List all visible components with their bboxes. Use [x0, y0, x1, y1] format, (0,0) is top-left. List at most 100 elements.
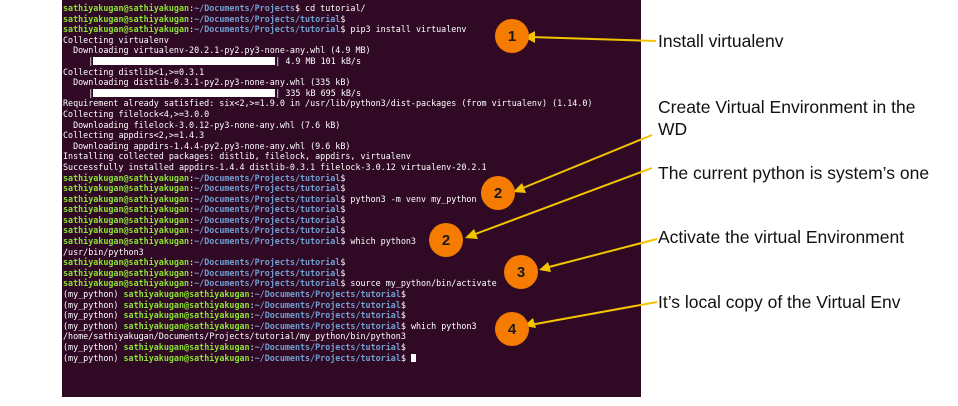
prompt-user: sathiyakugan@sathiyakugan — [63, 236, 190, 247]
terminal-text: : — [189, 267, 195, 278]
terminal-text: (my_python) — [63, 352, 124, 363]
terminal-line: sathiyakugan@sathiyakugan:~/Documents/Pr… — [62, 225, 641, 236]
prompt-user: sathiyakugan@sathiyakugan — [63, 13, 190, 24]
terminal-line: sathiyakugan@sathiyakugan:~/Documents/Pr… — [62, 215, 641, 226]
terminal-line: Downloading virtualenv-20.2.1-py2.py3-no… — [62, 45, 641, 56]
prompt-user: sathiyakugan@sathiyakugan — [63, 183, 190, 194]
terminal-line: sathiyakugan@sathiyakugan:~/Documents/Pr… — [62, 257, 641, 268]
prompt-path: ~/Documents/Projects/tutorial — [194, 236, 341, 247]
terminal-window[interactable]: sathiyakugan@sathiyakugan:~/Documents/Pr… — [62, 0, 641, 397]
terminal-text: /usr/bin/python3 — [63, 246, 144, 257]
terminal-text: Downloading virtualenv-20.2.1-py2.py3-no… — [63, 45, 371, 56]
prompt-user: sathiyakugan@sathiyakugan — [63, 267, 190, 278]
step-badge-4: 4 — [495, 312, 529, 346]
progress-bar-fill — [93, 56, 276, 65]
prompt-user: sathiyakugan@sathiyakugan — [63, 204, 190, 215]
prompt-user: sathiyakugan@sathiyakugan — [63, 214, 190, 225]
terminal-line: Collecting filelock<4,>=3.0.0 — [62, 109, 641, 120]
terminal-line: sathiyakugan@sathiyakugan:~/Documents/Pr… — [62, 14, 641, 25]
terminal-line: Requirement already satisfied: six<2,>=1… — [62, 98, 641, 109]
prompt-user: sathiyakugan@sathiyakugan — [123, 299, 250, 310]
prompt-path: ~/Documents/Projects/tutorial — [254, 320, 401, 331]
arrowhead-2a — [513, 183, 526, 193]
terminal-text: $ — [400, 299, 406, 310]
step-badge-2b: 2 — [429, 223, 463, 257]
prompt-user: sathiyakugan@sathiyakugan — [123, 320, 250, 331]
terminal-text: | — [63, 87, 94, 98]
annotation-2a-text: Create Virtual Environment in the WD — [658, 97, 916, 139]
prompt-user: sathiyakugan@sathiyakugan — [63, 257, 190, 268]
prompt-user: sathiyakugan@sathiyakugan — [63, 193, 190, 204]
terminal-text: Downloading filelock-3.0.12-py3-none-any… — [63, 119, 341, 130]
terminal-text: | 4.9 MB 101 kB/s — [275, 55, 361, 66]
terminal-line: Downloading appdirs-1.4.4-py2.py3-none-a… — [62, 141, 641, 152]
annotation-2b-text: The current python is system’s one — [658, 163, 930, 183]
terminal-text: : — [189, 257, 195, 268]
terminal-text: : — [189, 3, 195, 13]
terminal-line: sathiyakugan@sathiyakugan:~/Documents/Pr… — [62, 236, 641, 247]
terminal-line: /usr/bin/python3 — [62, 247, 641, 258]
terminal-line: Collecting appdirs<2,>=1.4.3 — [62, 130, 641, 141]
terminal-line: sathiyakugan@sathiyakugan:~/Documents/Pr… — [62, 194, 641, 205]
terminal-text: Collecting filelock<4,>=3.0.0 — [63, 108, 210, 119]
terminal-text: : — [249, 352, 255, 363]
terminal-line: (my_python) sathiyakugan@sathiyakugan:~/… — [62, 289, 641, 300]
prompt-user: sathiyakugan@sathiyakugan — [123, 352, 250, 363]
terminal-text: $ python3 -m venv my_python — [340, 193, 477, 204]
terminal-line: sathiyakugan@sathiyakugan:~/Documents/Pr… — [62, 173, 641, 184]
terminal-text: : — [189, 183, 195, 194]
arrowhead-2b — [465, 229, 478, 239]
terminal-text: $ — [400, 342, 406, 352]
terminal-line: sathiyakugan@sathiyakugan:~/Documents/Pr… — [62, 183, 641, 194]
prompt-path: ~/Documents/Projects/tutorial — [194, 193, 341, 204]
terminal-text: : — [249, 342, 255, 352]
terminal-text: | — [63, 55, 94, 66]
prompt-path: ~/Documents/Projects/tutorial — [254, 299, 401, 310]
terminal-text: $ — [340, 13, 346, 24]
annotation-4-text: It’s local copy of the Virtual Env — [658, 292, 901, 312]
terminal-text: $ cd tutorial/ — [294, 3, 366, 13]
terminal-line: Downloading distlib-0.3.1-py2.py3-none-a… — [62, 77, 641, 88]
terminal-text: | 335 kB 695 kB/s — [275, 87, 361, 98]
prompt-path: ~/Documents/Projects/tutorial — [254, 310, 401, 321]
prompt-path: ~/Documents/Projects/tutorial — [254, 352, 401, 363]
cursor-block — [410, 353, 416, 362]
arrow-2b — [469, 167, 653, 237]
terminal-text: : — [189, 214, 195, 225]
progress-bar-fill — [93, 88, 276, 97]
terminal-text: Collecting appdirs<2,>=1.4.3 — [63, 130, 205, 141]
arrow-3 — [544, 238, 658, 269]
prompt-user: sathiyakugan@sathiyakugan — [63, 24, 190, 35]
terminal-text: (my_python) — [63, 310, 124, 321]
prompt-path: ~/Documents/Projects/tutorial — [194, 172, 341, 183]
prompt-path: ~/Documents/Projects/tutorial — [194, 278, 341, 289]
terminal-text: $ — [340, 204, 346, 215]
terminal-text: : — [189, 24, 195, 35]
terminal-line: | | 335 kB 695 kB/s — [62, 88, 641, 99]
terminal-text: Successfully installed appdirs-1.4.4 dis… — [63, 161, 487, 172]
terminal-text: : — [249, 289, 255, 300]
terminal-text: Downloading distlib-0.3.1-py2.py3-none-a… — [63, 77, 351, 88]
prompt-user: sathiyakugan@sathiyakugan — [123, 342, 250, 352]
terminal-text: /home/sathiyakugan/Documents/Projects/tu… — [63, 331, 406, 342]
terminal-text: (my_python) — [63, 320, 124, 331]
terminal-text: $ — [340, 267, 346, 278]
prompt-path: ~/Documents/Projects/tutorial — [194, 204, 341, 215]
terminal-text: Requirement already satisfied: six<2,>=1… — [63, 98, 593, 109]
terminal-text: $ pip3 install virtualenv — [340, 24, 467, 35]
terminal-line: (my_python) sathiyakugan@sathiyakugan:~/… — [62, 342, 641, 353]
terminal-text: : — [189, 236, 195, 247]
terminal-text: Collecting virtualenv — [63, 34, 169, 45]
terminal-line: sathiyakugan@sathiyakugan:~/Documents/Pr… — [62, 268, 641, 279]
step-badge-3: 3 — [504, 255, 538, 289]
terminal-line: (my_python) sathiyakugan@sathiyakugan:~/… — [62, 321, 641, 332]
terminal-text: (my_python) — [63, 299, 124, 310]
terminal-line: (my_python) sathiyakugan@sathiyakugan:~/… — [62, 310, 641, 321]
terminal-line: (my_python) sathiyakugan@sathiyakugan:~/… — [62, 353, 641, 364]
terminal-line: (my_python) sathiyakugan@sathiyakugan:~/… — [62, 300, 641, 311]
terminal-line: Installing collected packages: distlib, … — [62, 151, 641, 162]
terminal-line: /home/sathiyakugan/Documents/Projects/tu… — [62, 331, 641, 342]
prompt-user: sathiyakugan@sathiyakugan — [123, 289, 250, 300]
prompt-user: sathiyakugan@sathiyakugan — [63, 172, 190, 183]
